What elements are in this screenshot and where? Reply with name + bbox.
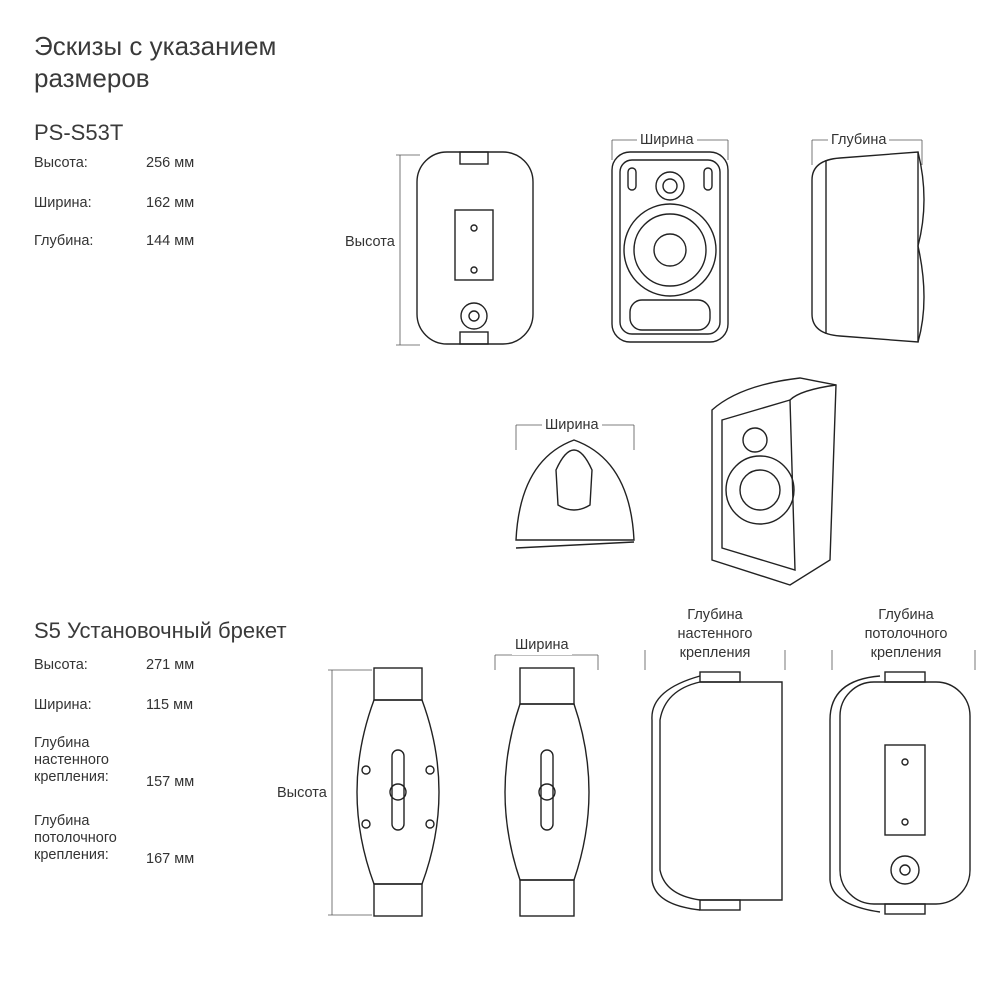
ceiling-mount-view bbox=[829, 650, 976, 915]
spec-value: 271 мм bbox=[146, 657, 195, 673]
spec-value: 162 мм bbox=[146, 195, 195, 211]
page-title: Эскизы с указанием размеров bbox=[34, 31, 277, 93]
spec-value: 157 мм bbox=[146, 774, 195, 790]
speaker-model-heading: PS-S53T bbox=[34, 120, 124, 145]
spec-label: Глубина настенного крепления: bbox=[34, 735, 109, 785]
bracket-front-view bbox=[328, 667, 440, 917]
spec-value: 256 мм bbox=[146, 155, 195, 171]
spec-value: 115 мм bbox=[146, 697, 194, 713]
wall-mount-side-view bbox=[644, 650, 786, 911]
dim-label-wall-depth: Глубина настенного крепления bbox=[664, 606, 766, 663]
spec-label: Ширина: bbox=[34, 697, 92, 713]
bracket-back-view bbox=[494, 654, 599, 917]
bracket-model-heading: S5 Установочный брекет bbox=[34, 618, 287, 643]
dim-label-width: Ширина bbox=[637, 131, 697, 150]
spec-value: 167 мм bbox=[146, 851, 195, 867]
speaker-front-view bbox=[611, 139, 729, 343]
speaker-top-view bbox=[515, 424, 635, 549]
dim-label-depth: Глубина bbox=[828, 131, 890, 150]
dim-label-height: Высота bbox=[342, 233, 398, 252]
dim-label-bracket-width: Ширина bbox=[512, 636, 572, 655]
spec-label: Высота: bbox=[34, 657, 88, 673]
spec-label: Глубина потолочного крепления: bbox=[34, 813, 117, 863]
spec-label: Высота: bbox=[34, 155, 88, 171]
speaker-back-view bbox=[396, 151, 534, 346]
dim-label-bracket-height: Высота bbox=[274, 784, 330, 803]
dim-label-top-width: Ширина bbox=[542, 416, 602, 435]
dim-label-ceiling-depth: Глубина потолочного крепления bbox=[850, 606, 962, 663]
spec-value: 144 мм bbox=[146, 233, 195, 249]
spec-label: Ширина: bbox=[34, 195, 92, 211]
speaker-perspective-view bbox=[711, 377, 837, 586]
spec-label: Глубина: bbox=[34, 233, 94, 249]
speaker-side-view bbox=[811, 139, 925, 343]
